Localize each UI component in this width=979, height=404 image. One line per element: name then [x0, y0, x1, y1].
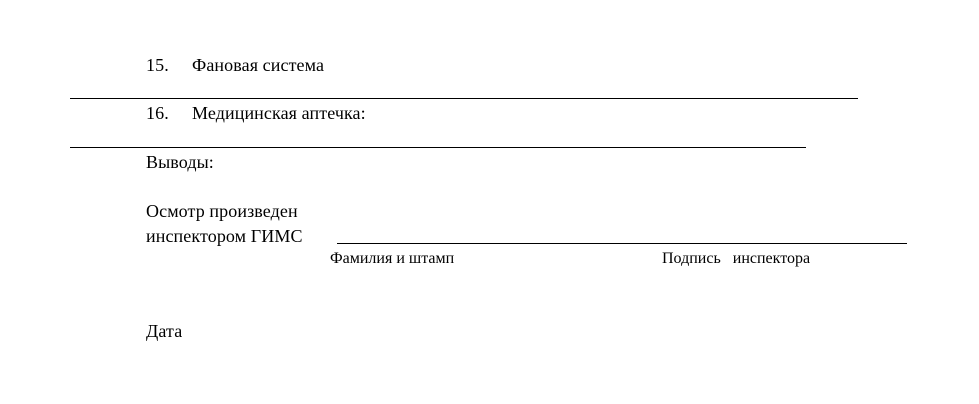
inspector-signature-line[interactable]	[337, 243, 907, 244]
item-16: 16. Медицинская аптечка:	[146, 103, 366, 123]
date-label: Дата	[146, 321, 183, 341]
inspection-line-1: Осмотр произведен	[146, 201, 298, 221]
item-16-answer-line[interactable]	[70, 147, 806, 148]
item-16-label: Медицинская аптечка:	[192, 103, 366, 123]
inspection-line-2: инспектором ГИМС	[146, 226, 303, 246]
item-15-number: 15.	[146, 55, 169, 75]
item-16-number: 16.	[146, 103, 169, 123]
item-15: 15. Фановая система	[146, 55, 324, 75]
caption-name-stamp: Фамилия и штамп	[330, 250, 455, 267]
item-15-label: Фановая система	[192, 55, 325, 75]
caption-inspector-signature: Подпись инспектора	[662, 250, 811, 267]
conclusions-label: Выводы:	[146, 152, 214, 172]
item-15-answer-line[interactable]	[70, 98, 858, 99]
